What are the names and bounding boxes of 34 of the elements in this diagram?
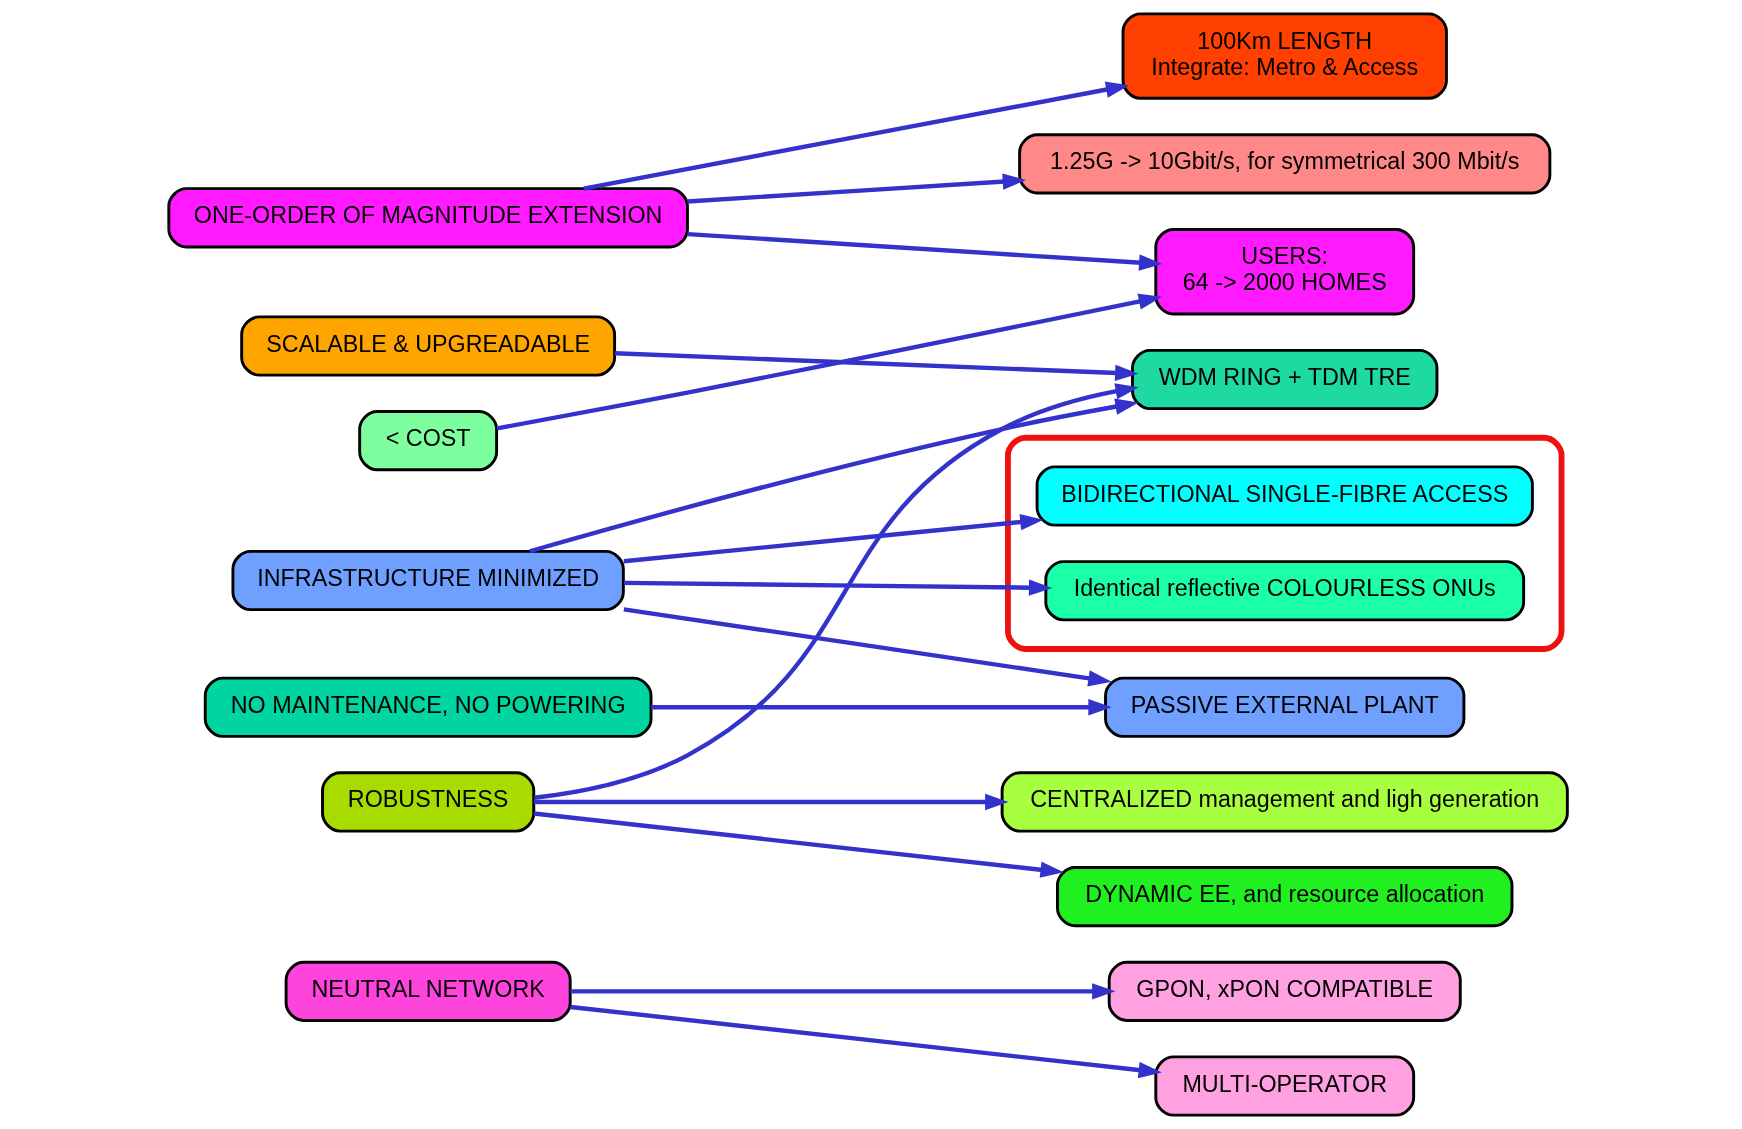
- arrow: [623, 513, 1044, 564]
- node-box: < COST: [358, 410, 499, 472]
- arrow: [687, 173, 1027, 204]
- arrow: [687, 231, 1163, 271]
- arrow: [583, 81, 1130, 191]
- arrow: [533, 793, 1009, 811]
- node-box: GPON, xPON COMPATIBLE: [1107, 960, 1462, 1022]
- arrow: [623, 607, 1112, 687]
- arrow: [496, 293, 1163, 431]
- arrow: [623, 579, 1053, 596]
- node-box: CENTRALIZED management and ligh generation: [1000, 771, 1569, 833]
- node-box: NO MAINTENANCE, NO POWERING: [203, 676, 653, 738]
- node-box: 100Km LENGTH Integrate: Metro & Access: [1121, 12, 1448, 100]
- node-box: ROBUSTNESS: [321, 771, 536, 833]
- node-box: BIDIRECTIONAL SINGLE-FIBRE ACCESS: [1035, 465, 1534, 527]
- node-box: MULTI-OPERATOR: [1154, 1055, 1416, 1117]
- node-box: DYNAMIC EE, and resource allocation: [1056, 866, 1514, 928]
- node-box: ONE-ORDER OF MAGNITUDE EXTENSION: [167, 187, 689, 249]
- node-box: SCALABLE & UPGREADABLE: [240, 315, 617, 377]
- arrow: [529, 398, 1139, 554]
- arrow: [614, 351, 1139, 382]
- node-box: WDM RING + TDM TRE: [1131, 348, 1439, 411]
- node-box: Identical reflective COLOURLESS ONUs: [1044, 560, 1526, 622]
- arrow: [570, 1004, 1162, 1079]
- node-box: PASSIVE EXTERNAL PLANT: [1104, 676, 1466, 738]
- arrow: [533, 811, 1064, 878]
- node-box: INFRASTRUCTURE MINIMIZED: [231, 549, 625, 612]
- arrow: [570, 983, 1116, 1000]
- arrow: [533, 383, 1139, 800]
- node-box: USERS: 64 -> 2000 HOMES: [1154, 228, 1416, 316]
- node-box: NEUTRAL NETWORK: [284, 960, 572, 1022]
- node-box: 1.25G -> 10Gbit/s, for symmetrical 300 Mbit/s: [1018, 133, 1552, 195]
- cluster: [1005, 434, 1565, 652]
- arrow: [651, 699, 1112, 716]
